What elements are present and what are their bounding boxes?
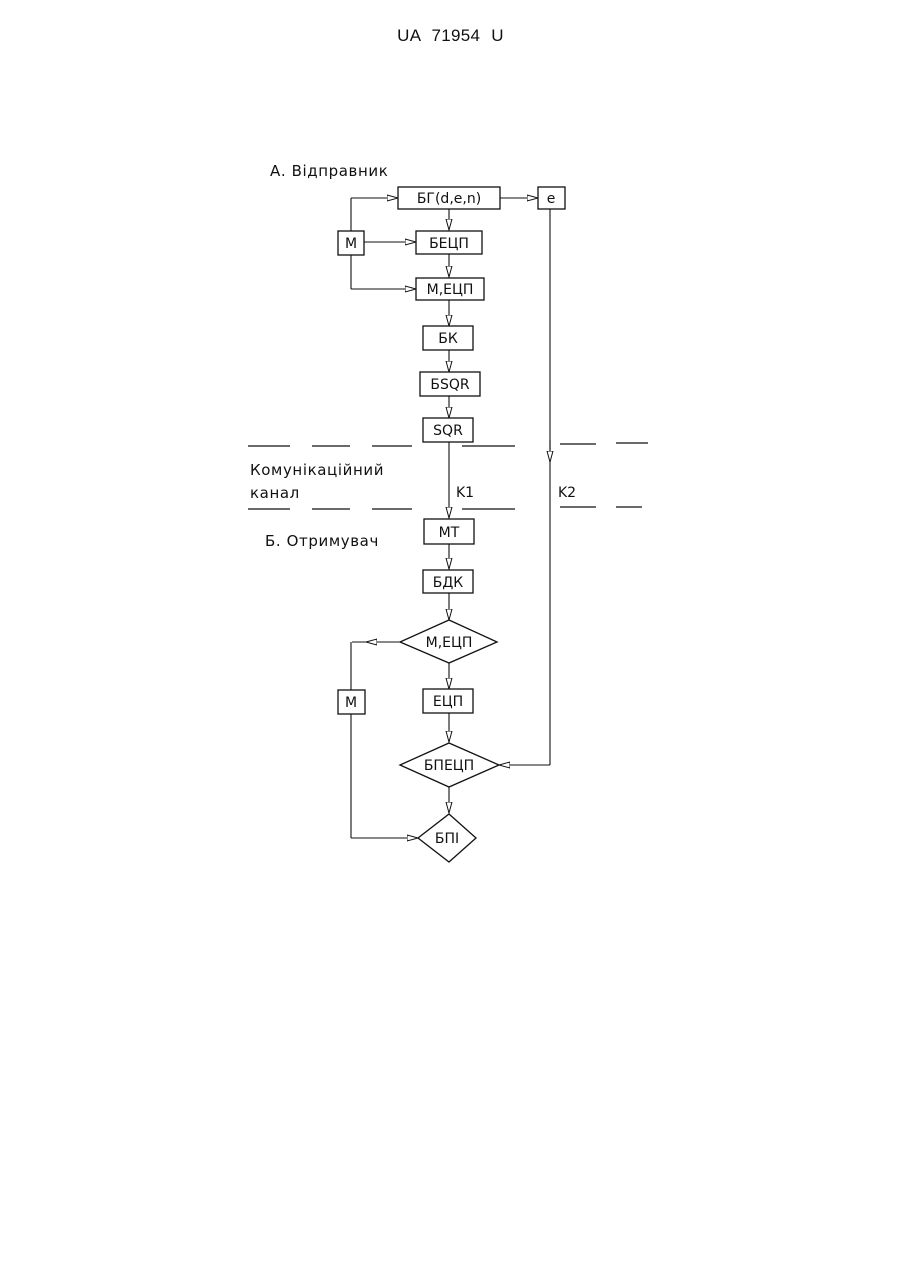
decision-m-ecp-label: М,ЕЦП (426, 635, 473, 651)
block-m-input-label: M (345, 236, 357, 252)
block-bg-label: БГ(d,e,n) (417, 191, 481, 207)
block-m-input: M (338, 231, 364, 255)
channel-label-line1: Комунікаційний (250, 461, 384, 479)
channel-label-line2: канал (250, 484, 300, 502)
block-m-ecp-label: М,ЕЦП (427, 282, 474, 298)
block-bk-label: БК (438, 331, 458, 347)
decision-m-ecp-split: М,ЕЦП (400, 620, 497, 663)
decision-bpecp: БПЕЦП (400, 743, 499, 787)
block-bdk: БДК (423, 570, 473, 593)
channel-k2-label: K2 (558, 485, 576, 501)
block-becp-label: БЕЦП (429, 236, 469, 252)
channel-bottom-boundary (248, 507, 642, 509)
channel-k1-label: K1 (456, 485, 474, 501)
block-sqr: SQR (423, 418, 473, 442)
block-ecp-label: ЕЦП (433, 694, 463, 710)
block-ecp: ЕЦП (423, 689, 473, 713)
block-m-output: M (338, 690, 365, 714)
receiver-section-label: Б. Отримувач (265, 532, 379, 550)
block-bsqr-label: БSQR (430, 377, 470, 393)
block-mt: МТ (424, 519, 474, 544)
block-bk: БК (423, 326, 473, 350)
decision-bpi: БПІ (418, 814, 476, 862)
block-e-public-key: e (538, 187, 565, 209)
channel-top-boundary (248, 443, 648, 446)
block-m-output-label: M (345, 695, 357, 711)
decision-bpecp-label: БПЕЦП (424, 758, 474, 774)
block-bdk-label: БДК (433, 575, 464, 591)
block-mt-label: МТ (439, 525, 460, 541)
sender-section-label: А. Відправник (270, 162, 388, 180)
block-bg-key-generator: БГ(d,e,n) (398, 187, 500, 209)
block-m-ecp: М,ЕЦП (416, 278, 484, 300)
block-becp: БЕЦП (416, 231, 482, 254)
block-bsqr: БSQR (420, 372, 480, 396)
block-e-label: e (547, 191, 556, 207)
decision-bpi-label: БПІ (435, 831, 459, 847)
block-sqr-label: SQR (433, 423, 463, 439)
